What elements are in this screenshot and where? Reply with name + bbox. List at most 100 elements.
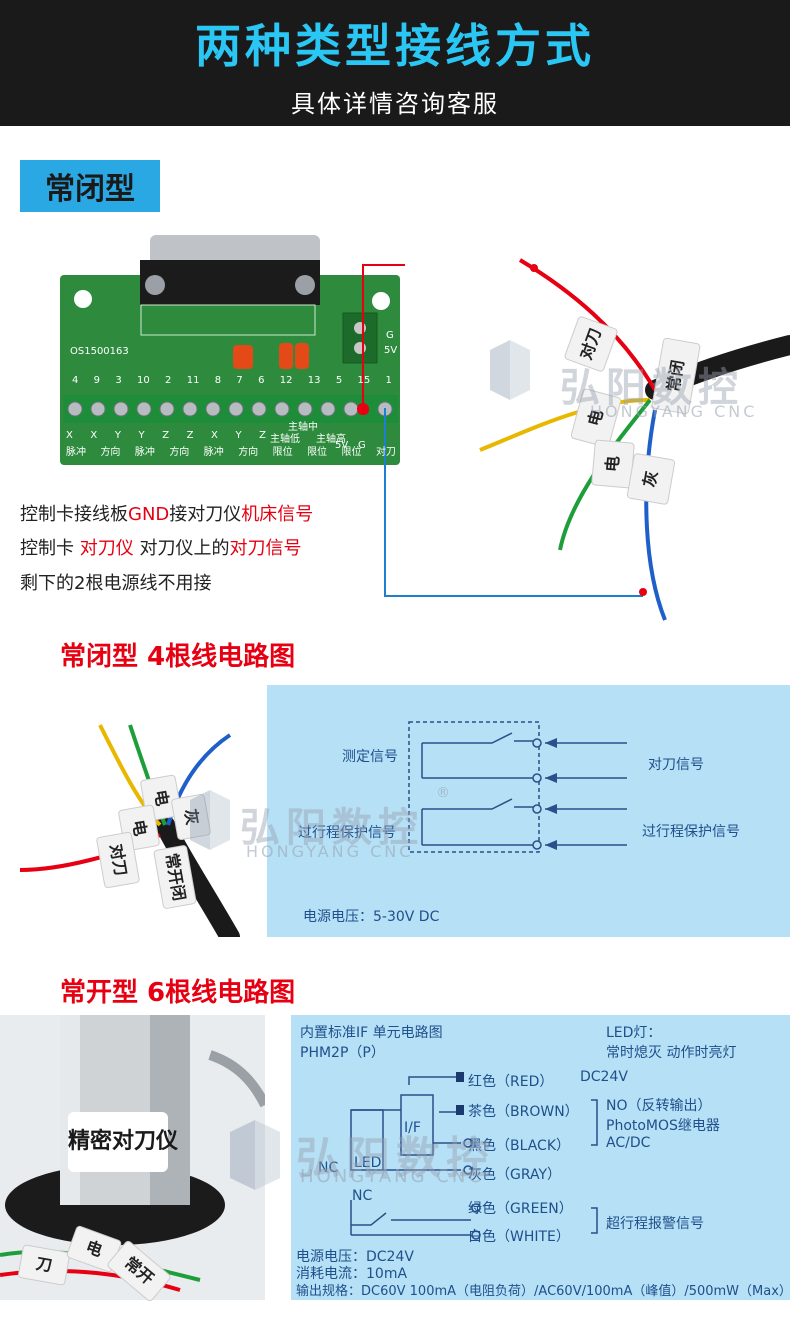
nc-label-upper: NC [318, 1160, 339, 1176]
no-output-label: NO（反转输出） [606, 1098, 712, 1114]
terminal-number: 8 [214, 375, 222, 386]
no-diagram-title: 常开型 6根线电路图 [60, 978, 296, 1008]
terminal-board-photo [60, 235, 405, 470]
watermark-en: HONGYANG CNC [300, 1166, 484, 1187]
watermark-cn: 弘阳数控 [296, 1133, 496, 1184]
axis-label: Y [138, 430, 145, 441]
instruction-line-1: 控制卡接线板GND接对刀仪机床信号 [20, 500, 313, 526]
registered-mark: ® [436, 785, 450, 801]
unit-circuit-label: 内置标准IF 单元电路图 [300, 1025, 443, 1041]
no-circuit-diagram [291, 1015, 790, 1300]
terminal-label: 限位 [341, 447, 362, 458]
terminal-number: 1 [385, 375, 392, 386]
instr-text: 控制卡 [20, 538, 80, 559]
side-5v-label: 5V [384, 345, 398, 356]
terminal-number: 7 [236, 375, 243, 386]
terminal-number: 4 [72, 375, 79, 386]
pin-g-label: G [358, 440, 366, 451]
wire-gray-label: 灰色（GRAY） [468, 1167, 562, 1183]
watermark-en: HONGYANG CNC [246, 842, 414, 861]
terminal-number: 6 [258, 375, 265, 386]
wire-red-label: 红色（RED） [468, 1074, 554, 1090]
terminal-number: 11 [186, 375, 200, 386]
instr-text: 控制卡接线板 [20, 504, 128, 525]
spec-voltage: 电源电压：DC24V [296, 1249, 414, 1265]
spindle-mid-label: 主轴中 [288, 422, 318, 433]
terminal-numbers: 4 9 3 10 2 11 8 7 6 12 13 5 15 1 [72, 375, 392, 386]
spec-current: 消耗电流：10mA [296, 1266, 408, 1282]
terminal-label: 脉冲 [203, 447, 224, 458]
instr-highlight: 对刀信号 [229, 538, 302, 559]
terminal-label: 脉冲 [134, 447, 155, 458]
overtravel-alarm-label: 超行程报警信号 [606, 1216, 704, 1232]
instr-highlight: 对刀仪 [79, 538, 134, 559]
measure-signal-label: 测定信号 [342, 749, 398, 765]
terminal-label: 限位 [307, 447, 328, 458]
axis-label: X [90, 430, 98, 441]
axis-label: Z [186, 430, 194, 441]
terminal-label: 方向 [238, 447, 259, 458]
unit-model-label: PHM2P（P） [300, 1045, 385, 1061]
axis-label: X [211, 430, 218, 441]
wire-brown-label: 茶色（BROWN） [468, 1104, 579, 1120]
terminal-label: 对刀 [375, 447, 396, 458]
terminal-number: 15 [357, 375, 371, 386]
overtravel-signal-label-left: 过行程保护信号 [298, 825, 396, 841]
terminal-label: 方向 [169, 447, 190, 458]
terminal-number: 10 [137, 375, 150, 386]
probe-label: 精密对刀仪 [68, 1112, 178, 1172]
nc-type-badge: 常闭型 [20, 160, 160, 212]
terminal-number: 2 [165, 375, 172, 386]
axis-label: Z [259, 430, 266, 441]
watermark-cn: 弘阳数控 [240, 805, 424, 851]
wire-green-label: 绿色（GREEN） [468, 1201, 573, 1217]
terminal-number: 5 [335, 375, 343, 386]
spindle-high-label: 主轴高 [316, 434, 346, 445]
nc-diagram-title: 常闭型 4根线电路图 [60, 642, 296, 672]
pin-5v-label: 5V [335, 440, 349, 451]
instr-highlight: GND [128, 504, 170, 525]
terminal-function-labels: 脉冲 方向 脉冲 方向 脉冲 方向 限位 限位 限位 对刀 [66, 443, 396, 458]
brand-logo-icon [230, 1120, 280, 1194]
nc-label-lower: NC [352, 1188, 373, 1204]
no-probe-photo [0, 1015, 270, 1300]
instr-highlight: 机床信号 [241, 504, 314, 525]
terminal-number: 12 [279, 375, 293, 386]
page-subtitle: 具体详情咨询客服 [291, 90, 499, 118]
terminal-label: 脉冲 [66, 447, 86, 458]
photomos-label: PhotoMOS继电器 [606, 1118, 720, 1134]
led-label: LED [354, 1155, 382, 1171]
terminal-label: 限位 [272, 447, 293, 458]
side-g-label: G [386, 330, 394, 341]
instruction-line-2: 控制卡 对刀仪 对刀仪上的对刀信号 [20, 534, 301, 560]
led-title-label: LED灯： [606, 1025, 662, 1041]
axis-label: Y [235, 430, 242, 441]
terminal-number: 13 [307, 375, 321, 386]
nc-circuit-diagram [267, 685, 790, 937]
terminal-number: 3 [115, 375, 122, 386]
if-label: I/F [404, 1120, 421, 1136]
watermark-cn: 弘阳数控 [560, 365, 744, 411]
dc24v-label: DC24V [580, 1069, 628, 1085]
cable-tag: 灰 [626, 452, 676, 506]
axis-label: X [66, 430, 73, 441]
page-header [0, 0, 790, 126]
page-title: 两种类型接线方式 [195, 19, 595, 73]
spindle-low-label: 主轴低 [270, 434, 300, 445]
power-supply-label: 电源电压：5-30V DC [303, 909, 440, 925]
led-desc-label: 常时熄灭 动作时亮灯 [606, 1045, 737, 1061]
board-id: OS1500163 [70, 346, 129, 357]
terminal-label: 方向 [100, 447, 121, 458]
probe-cable-photo [479, 258, 790, 621]
spec-output: 输出规格：DC60V 100mA（电阻负荷）/AC60V/100mA（峰值）/5… [296, 1284, 790, 1299]
acdc-label: AC/DC [606, 1135, 651, 1151]
tool-signal-label: 对刀信号 [648, 757, 704, 773]
wire-white-label: 白色（WHITE） [468, 1229, 570, 1245]
terminal-axis-labels: X X Y Y Z Z X Y Z [66, 430, 266, 441]
terminal-number: 9 [93, 375, 101, 386]
instr-text: 接对刀仪 [169, 504, 242, 525]
instr-text: 对刀仪上的 [133, 538, 230, 559]
brand-logo-icon [190, 790, 230, 854]
instruction-line-3: 剩下的2根电源线不用接 [20, 573, 212, 594]
axis-label: Y [114, 430, 121, 441]
